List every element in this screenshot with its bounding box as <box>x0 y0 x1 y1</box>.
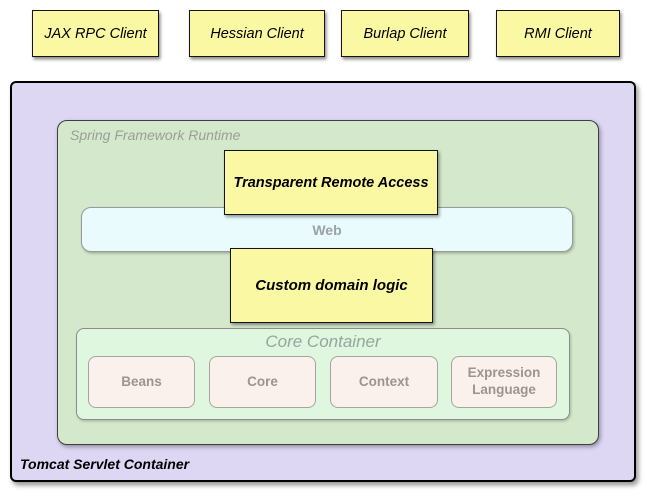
rmi-client-box: RMI Client <box>496 10 620 57</box>
module-beans-box: Beans <box>88 356 195 408</box>
burlap-client-box: Burlap Client <box>341 10 469 57</box>
tomcat-servlet-container-box: Spring Framework Runtime Web Transparent… <box>10 81 636 482</box>
transparent-remote-access-label: Transparent Remote Access <box>233 174 429 191</box>
module-core-label: Core <box>247 373 278 389</box>
transparent-remote-access-box: Transparent Remote Access <box>224 150 438 215</box>
module-core-box: Core <box>209 356 316 408</box>
tomcat-servlet-container-label: Tomcat Servlet Container <box>20 456 190 472</box>
core-container-box: Core Container Beans Core Context Expres… <box>76 328 570 420</box>
module-context-label: Context <box>358 373 410 389</box>
jax-rpc-client-box: JAX RPC Client <box>32 10 159 57</box>
module-beans-label: Beans <box>121 373 162 389</box>
hessian-client-label: Hessian Client <box>210 25 304 42</box>
module-expression-language-box: Expression Language <box>451 356 557 408</box>
burlap-client-label: Burlap Client <box>363 25 447 42</box>
jax-rpc-client-label: JAX RPC Client <box>44 25 147 42</box>
hessian-client-box: Hessian Client <box>189 10 325 57</box>
module-expression-language-label: Expression Language <box>467 365 541 397</box>
spring-framework-runtime-label: Spring Framework Runtime <box>70 127 241 143</box>
core-container-title: Core Container <box>265 332 381 351</box>
web-layer-label: Web <box>312 221 342 238</box>
module-context-box: Context <box>330 356 438 408</box>
spring-framework-runtime-box: Spring Framework Runtime Web Transparent… <box>57 120 599 445</box>
custom-domain-logic-label: Custom domain logic <box>255 277 408 294</box>
rmi-client-label: RMI Client <box>524 25 592 42</box>
custom-domain-logic-box: Custom domain logic <box>230 248 433 323</box>
